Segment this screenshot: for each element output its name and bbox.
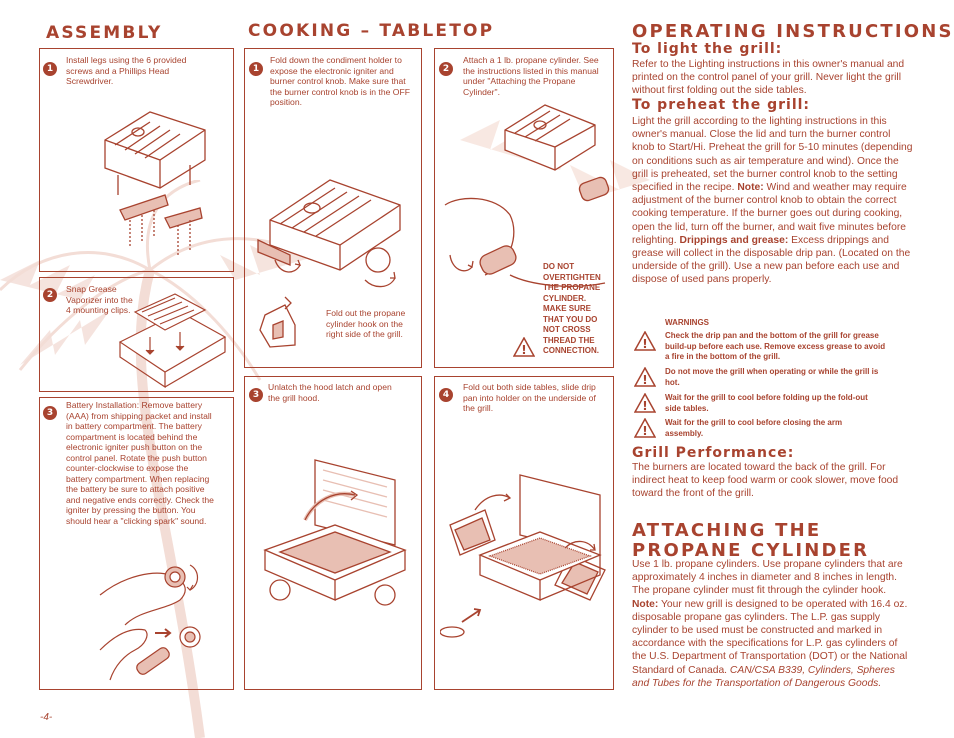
warning-icon: ! [513,337,535,357]
propane-text: Use 1 lb. propane cylinders. Use propane… [632,558,914,690]
svg-text:!: ! [642,399,647,413]
preheat-grill-text: Light the grill according to the lightin… [632,115,914,287]
side-tables-drip-pan-illustration [440,474,606,638]
grill-closed-illustration [257,179,401,288]
cooking-step-2-warning: DO NOT OVERTIGHTEN THE PROPANE CYLINDER.… [543,262,601,355]
warning-icon: ! [634,331,656,351]
cooking-step-1-text: Fold down the condiment holder to expose… [270,55,410,107]
warning-text: Wait for the grill to cool before foldin… [665,393,868,413]
warnings-heading: WARNINGS [665,318,709,327]
propane-note-label: Note: [632,598,659,610]
grill-performance-heading: Grill Performance: [632,445,795,461]
assembly-step-2-text: Snap Grease Vaporizer into the 4 mountin… [66,284,133,315]
assembly-step-3-panel [39,397,234,690]
step-number-badge: 2 [43,288,57,302]
propane-note-italic: CAN/CSA B339, Cylinders, Spheres and Tub… [632,664,895,689]
step-number-badge: 4 [439,388,453,402]
propane-title: ATTACHING THE PROPANE CYLINDER [632,520,870,561]
warning-icon: ! [634,393,656,413]
propane-note-text: Your new grill is designed to be operate… [632,598,908,676]
drippings-label: Drippings and grease: [679,234,789,246]
svg-text:!: ! [521,343,526,357]
preheat-paragraph: Light the grill according to the lightin… [632,116,913,194]
step-number-badge: 1 [43,62,57,76]
note-text: Wind and weather may require adjustment … [632,182,907,246]
cooking-title: COOKING – TABLETOP [248,21,495,41]
propane-paragraph: Use 1 lb. propane cylinders. Use propane… [632,559,903,597]
step-number-badge: 3 [43,406,57,420]
attach-cylinder-illustration [444,104,610,287]
assembly-step-3-text: Battery Installation: Remove battery (AA… [66,400,214,526]
assembly-title: ASSEMBLY [46,23,163,43]
svg-text:!: ! [642,373,647,387]
cylinder-hook-illustration [259,296,296,348]
grill-open-hood-illustration [263,459,407,606]
assembly-step-1-panel [39,48,234,272]
drippings-text: Excess drippings and grease will collect… [632,234,911,286]
warning-text: Do not move the grill when operating or … [665,367,879,387]
cooking-step-4-text: Fold out both side tables, slide drip pa… [463,382,596,413]
grease-vaporizer-illustration [118,293,227,388]
page-number: -4- [40,712,53,723]
cooking-step-2-text: Attach a 1 lb. propane cylinder. See the… [463,55,599,97]
assembly-step-2-panel [39,277,234,392]
svg-text:!: ! [642,424,647,438]
assembly-step-1-text: Install legs using the 6 provided screws… [66,55,187,86]
warning-text: Check the drip pan and the bottom of the… [665,331,886,361]
cooking-step-3-text: Unlatch the hood latch and open the gril… [268,382,392,403]
light-grill-text: Refer to the Lighting instructions in th… [632,59,905,97]
grill-performance-text: The burners are located toward the back … [632,462,899,500]
step-number-badge: 1 [249,62,263,76]
note-label: Note: [737,182,764,194]
step-number-badge: 3 [249,388,263,402]
light-grill-heading: To light the grill: [632,41,783,57]
cooking-step-1-subtext: Fold out the propane cylinder hook on th… [326,308,406,339]
cooking-step-1-panel [244,48,422,368]
warning-icon: ! [634,418,656,438]
svg-text:!: ! [642,337,647,351]
warning-text: Wait for the grill to cool before closin… [665,418,843,438]
cooking-step-2-panel [434,48,614,368]
battery-installation-illustration [99,564,201,681]
preheat-grill-heading: To preheat the grill: [632,97,811,113]
operating-title: OPERATING INSTRUCTIONS [632,21,954,42]
grill-legs-illustration [104,111,206,255]
cooking-step-4-panel [434,376,614,690]
warning-icon: ! [634,367,656,387]
step-number-badge: 2 [439,62,453,76]
cooking-step-3-panel [244,376,422,690]
